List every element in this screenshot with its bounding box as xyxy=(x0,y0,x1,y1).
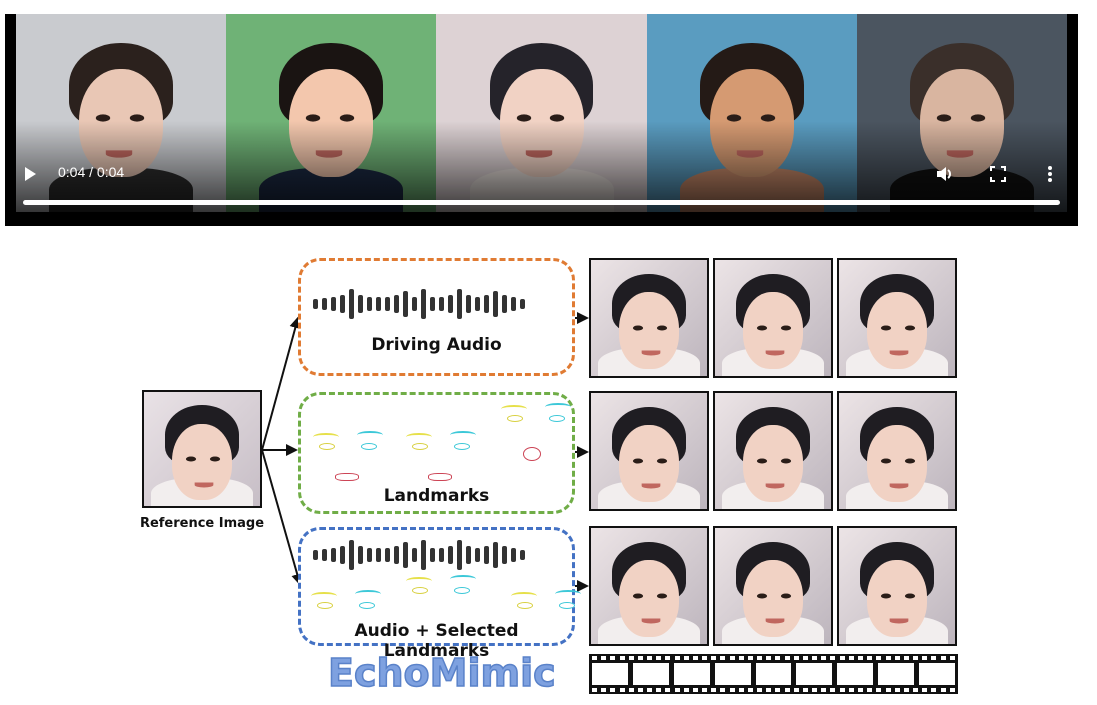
output-row-audio xyxy=(589,258,957,378)
landmark-sketches xyxy=(301,395,572,495)
output-frame xyxy=(589,258,709,378)
output-frame xyxy=(837,391,957,511)
echomimic-title: EchoMimic xyxy=(327,650,556,696)
output-frame xyxy=(713,258,833,378)
audio-landmarks-label: Audio + Selected Landmarks xyxy=(354,621,519,661)
selected-landmark-sketches xyxy=(301,572,581,612)
time-display: 0:04 / 0:04 xyxy=(58,164,125,180)
output-frame xyxy=(589,391,709,511)
audio-waveform-icon xyxy=(313,540,525,570)
controls-gradient xyxy=(5,121,1078,226)
reference-image-label: Reference Image xyxy=(139,516,265,531)
output-row-landmarks xyxy=(589,391,957,511)
audio-landmarks-box: Audio + Selected Landmarks xyxy=(298,527,581,661)
progress-bar[interactable] xyxy=(23,200,1060,205)
video-player[interactable]: 0:04 / 0:04 xyxy=(5,14,1078,226)
reference-image xyxy=(142,390,262,508)
landmarks-box: Landmarks xyxy=(298,392,575,514)
play-icon[interactable] xyxy=(25,167,36,181)
volume-icon[interactable] xyxy=(935,165,955,183)
output-frame xyxy=(837,526,957,646)
driving-audio-label: Driving Audio xyxy=(371,335,502,355)
fullscreen-icon[interactable] xyxy=(990,166,1006,182)
audio-waveform-icon xyxy=(313,289,525,319)
output-frame xyxy=(589,526,709,646)
driving-audio-box: Driving Audio xyxy=(298,258,575,376)
output-frame xyxy=(837,258,957,378)
output-row-audio-landmarks xyxy=(589,526,957,646)
film-strip-icon xyxy=(589,654,958,694)
output-frame xyxy=(713,391,833,511)
more-vertical-icon[interactable] xyxy=(1045,165,1055,183)
landmarks-label: Landmarks xyxy=(383,486,490,506)
output-frame xyxy=(713,526,833,646)
